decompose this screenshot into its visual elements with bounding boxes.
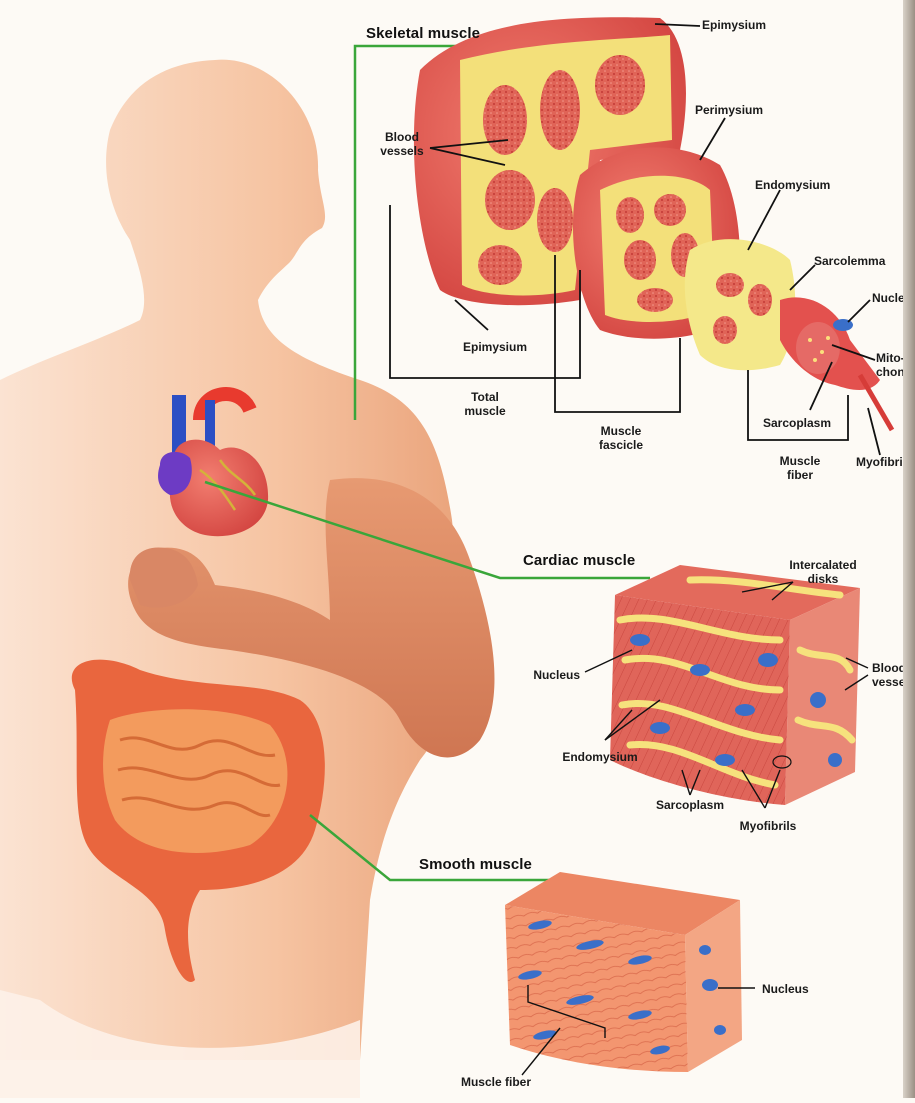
label-epimysium-top: Epimysium [702, 18, 766, 32]
label-endomysium: Endomysium [755, 178, 830, 192]
label-total-muscle: Total muscle [455, 390, 515, 418]
label-perimysium: Perimysium [695, 103, 763, 117]
label-myofibrils: Myofibrils [728, 819, 808, 833]
label-nucleus-cardiac: Nucleus [520, 668, 580, 682]
label-sarcolemma: Sarcolemma [814, 254, 885, 268]
cardiac-muscle-title: Cardiac muscle [523, 552, 635, 569]
label-intercalated-disks: Intercalated disks [783, 558, 863, 586]
label-sarcoplasm-cardiac: Sarcoplasm [650, 798, 730, 812]
smooth-muscle-illustration [505, 872, 755, 1075]
label-nucleus-smooth: Nucleus [762, 982, 809, 996]
page-edge-shadow [903, 0, 915, 1098]
label-blood-vessels-skeletal: Blood vessels [374, 130, 430, 158]
smooth-muscle-title: Smooth muscle [419, 856, 532, 873]
label-epimysium-bottom: Epimysium [455, 340, 535, 354]
label-muscle-fiber-skeletal: Muscle fiber [770, 454, 830, 482]
skeletal-muscle-title: Skeletal muscle [366, 25, 480, 42]
label-muscle-fiber-smooth: Muscle fiber [448, 1075, 544, 1089]
label-endomysium-cardiac: Endomysium [555, 750, 645, 764]
skeletal-muscle-illustration [414, 17, 892, 430]
cardiac-muscle-illustration [585, 565, 868, 808]
label-muscle-fascicle: Muscle fascicle [589, 424, 653, 452]
label-sarcoplasm-skeletal: Sarcoplasm [757, 416, 837, 430]
